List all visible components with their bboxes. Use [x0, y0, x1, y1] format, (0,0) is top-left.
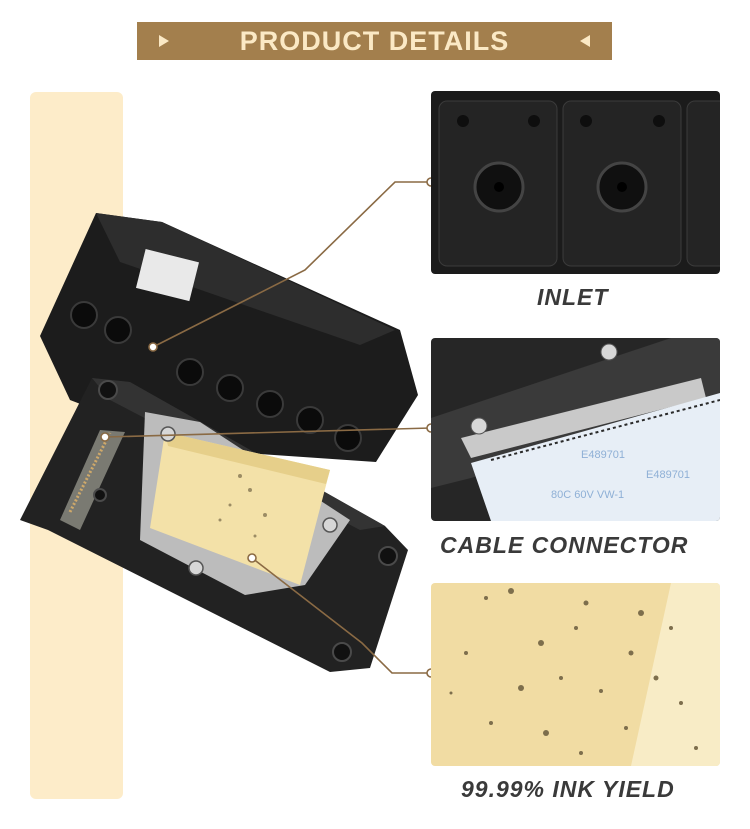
- header-title: PRODUCT DETAILS: [239, 25, 510, 56]
- cable-connector-label: CABLE CONNECTOR: [440, 532, 689, 558]
- printhead-image: [20, 213, 418, 672]
- header-banner: PRODUCT DETAILS: [137, 22, 612, 60]
- ink-yield-label: 99.99% INK YIELD: [461, 776, 675, 802]
- svg-text:E489701: E489701: [581, 449, 625, 461]
- svg-text:E489701: E489701: [646, 469, 690, 481]
- ink-yield-closeup: [431, 583, 720, 766]
- play-left-icon: [580, 35, 590, 47]
- cable-connector-closeup: E489701 E489701 80C 60V VW-1: [431, 338, 720, 521]
- inlet-closeup: [431, 91, 720, 274]
- svg-text:80C 60V VW-1: 80C 60V VW-1: [551, 489, 624, 501]
- inlet-label: INLET: [537, 284, 609, 310]
- play-right-icon: [159, 35, 169, 47]
